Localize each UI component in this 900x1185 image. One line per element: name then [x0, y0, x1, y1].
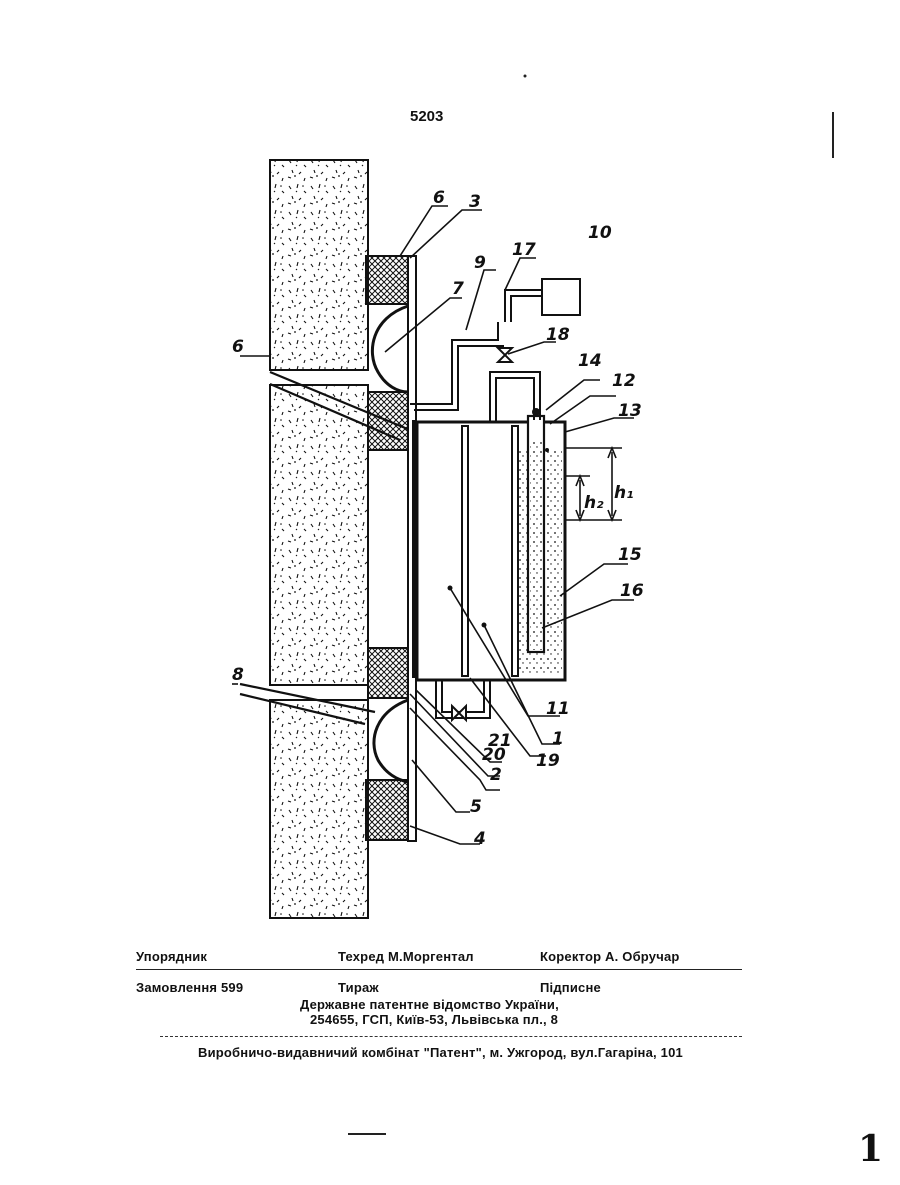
upper-seal-mid [368, 392, 410, 450]
lower-seal-bottom [366, 780, 410, 840]
upper-seal [366, 256, 410, 304]
label-13: 13 [618, 401, 642, 421]
label-11: 11 [546, 699, 570, 719]
patent-figure: 6 3 17 10 9 7 18 14 12 13 6 h₁ h₂ 15 16 … [0, 0, 900, 940]
footer-dash [348, 1133, 386, 1135]
label-9: 9 [474, 253, 486, 273]
label-h1: h₁ [614, 483, 634, 503]
label-5: 5 [470, 797, 482, 817]
label-2: 2 [490, 765, 502, 785]
label-20: 20 [482, 745, 506, 765]
label-8: 8 [232, 665, 244, 685]
membrane-lower [374, 700, 408, 782]
label-6-left: 6 [232, 337, 244, 357]
label-15: 15 [618, 545, 642, 565]
label-6-top: 6 [433, 188, 445, 208]
proofreader-label: Коректор А. Обручар [540, 949, 680, 964]
office-line-1: Державне патентне відомство України, [300, 997, 559, 1012]
label-19: 19 [536, 751, 560, 771]
label-1: 1 [552, 729, 564, 749]
label-h2: h₂ [584, 493, 604, 513]
membrane-upper [372, 306, 408, 392]
label-18: 18 [546, 325, 570, 345]
office-line-2: 254655, ГСП, Київ-53, Львівська пл., 8 [310, 1012, 558, 1027]
valve-18 [498, 348, 512, 362]
corner-mark: 1 [858, 1128, 883, 1170]
divider-top [136, 969, 742, 970]
tech-editor-label: Техред М.Моргентал [338, 949, 474, 964]
label-3: 3 [469, 192, 481, 212]
device-10 [542, 279, 580, 315]
label-16: 16 [620, 581, 644, 601]
label-10: 10 [588, 223, 612, 243]
publisher-line: Виробничо-видавничий комбінат "Патент", … [198, 1045, 683, 1060]
wall [270, 160, 368, 918]
circulation-label: Тираж [338, 980, 379, 995]
divider-bottom [160, 1036, 742, 1037]
label-12: 12 [612, 371, 636, 391]
subscription-label: Підписне [540, 980, 601, 995]
label-4: 4 [473, 829, 486, 849]
lower-seal [368, 648, 410, 698]
composer-label: Упорядник [136, 949, 207, 964]
label-17: 17 [512, 240, 536, 260]
label-7: 7 [452, 279, 464, 299]
label-14: 14 [578, 351, 602, 371]
order-label: Замовлення 599 [136, 980, 243, 995]
